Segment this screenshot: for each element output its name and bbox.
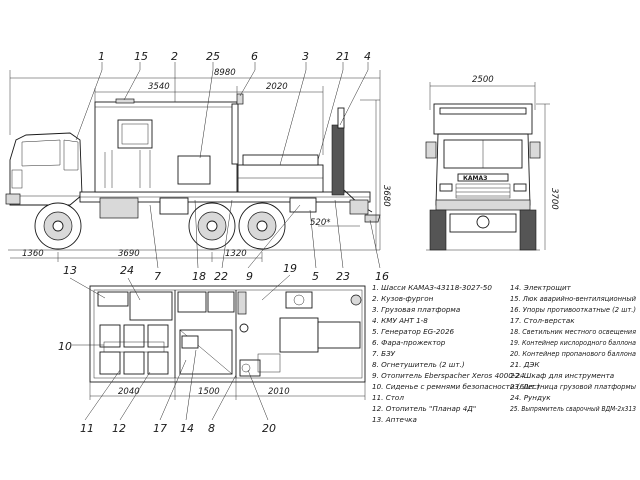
callout-22: 22 [214,270,228,283]
legend-item: 8. Огнетушитель (2 шт.) [372,360,465,369]
legend-item: 25. Выпрямитель сварочный ВДМ-2х313 [510,404,636,413]
dim-wheelbase-rear: 1320 [225,249,247,259]
legend-item: 18. Светильник местного освещения [510,327,637,336]
dim-height-side: 3680 [381,185,391,207]
side-view: 3540 8980 2020 3680 1360 3690 1320 520* … [5,50,391,283]
legend-item: 21. ДЭК [510,360,540,369]
legend-item: 5. Генератор EG-2026 [372,327,455,336]
legend-left: 1. Шасси КАМАЗ-43118-3027-50 2. Кузов-фу… [372,283,540,424]
callout-15: 15 [134,50,148,63]
callout-23: 23 [336,270,350,283]
callout-12: 12 [112,422,126,435]
legend-item: 11. Стол [372,393,404,402]
rear-wheel-1 [188,202,236,250]
legend-item: 22. Шкаф для инструмента [510,371,614,380]
callout-14: 14 [180,422,194,435]
dim-platform-length: 2020 [266,82,288,92]
callout-8: 8 [208,422,215,435]
front-view: 2500 КАМАЗ 3700 [425,75,559,251]
callout-3: 3 [302,50,309,63]
kamaz-badge: КАМАЗ [463,175,487,182]
callout-11: 11 [80,422,94,435]
legend-item: 24. Рундук [510,393,551,402]
callout-25: 25 [206,50,220,63]
legend-item: 16. Упоры противооткатные (2 шт.) [510,305,636,314]
callout-9: 9 [246,270,253,283]
callout-7: 7 [154,270,161,283]
callout-20: 20 [262,422,276,435]
legend-item: 3. Грузовая платформа [372,305,460,314]
callout-2: 2 [171,50,178,63]
legend-item: 14. Электрощит [510,283,572,292]
callout-21: 21 [336,50,350,63]
legend-item: 1. Шасси КАМАЗ-43118-3027-50 [372,283,492,292]
legend-item: 19. Контейнер кислородного баллона [510,338,636,347]
legend-item: 10. Сиденье с ремнями безопасности (6шт.… [372,382,540,391]
callout-4: 4 [364,50,371,63]
legend-item: 23. Лестница грузовой платформы [510,382,636,391]
dim-plan-cabin: 2040 [118,387,140,397]
legend-item: 15. Люк аварийно-вентиляционный [510,294,636,303]
legend-item: 17. Стол-верстак [510,316,575,325]
dim-plan-middle: 1500 [198,387,220,397]
dim-front-overhang: 1360 [22,249,44,259]
front-wheel [34,202,82,250]
legend-item: 6. Фара-прожектор [372,338,446,347]
dim-height-front: 3700 [549,188,559,210]
legend-item: 2. Кузов-фургон [372,294,434,303]
callout-17: 17 [153,422,167,435]
dim-wheelbase-front: 3690 [118,249,140,259]
callout-10: 10 [58,340,72,353]
legend-right: 14. Электрощит 15. Люк аварийно-вентиляц… [510,283,637,413]
callout-18: 18 [192,270,206,283]
rear-wheel-2 [238,202,286,250]
legend-item: 4. КМУ АНТ 1-8 [372,316,428,325]
callout-1: 1 [98,50,105,63]
legend-item: 7. БЗУ [372,349,396,358]
dim-plan-platform: 2010 [268,387,290,397]
legend-item: 20. Контейнер пропанового баллона [510,349,636,358]
callout-13: 13 [63,264,77,277]
legend-item: 9. Отопитель Eberspacher Xeros 4000-24 [372,371,525,380]
legend-item: 13. Аптечка [372,415,417,424]
legend-item: 12. Отопитель "Планар 4Д" [372,404,476,413]
dim-hitch: 520* [310,218,330,228]
plan-view: 2040 1500 2010 13 24 19 10 11 12 17 14 8… [58,262,366,435]
callout-6: 6 [251,50,258,63]
callout-16: 16 [375,270,389,283]
callout-24: 24 [120,264,134,277]
dim-cabin-length: 3540 [148,82,170,92]
dim-width: 2500 [472,75,494,85]
callout-19: 19 [283,262,297,275]
dim-overall-length: 8980 [214,68,236,78]
callout-5: 5 [312,270,319,283]
